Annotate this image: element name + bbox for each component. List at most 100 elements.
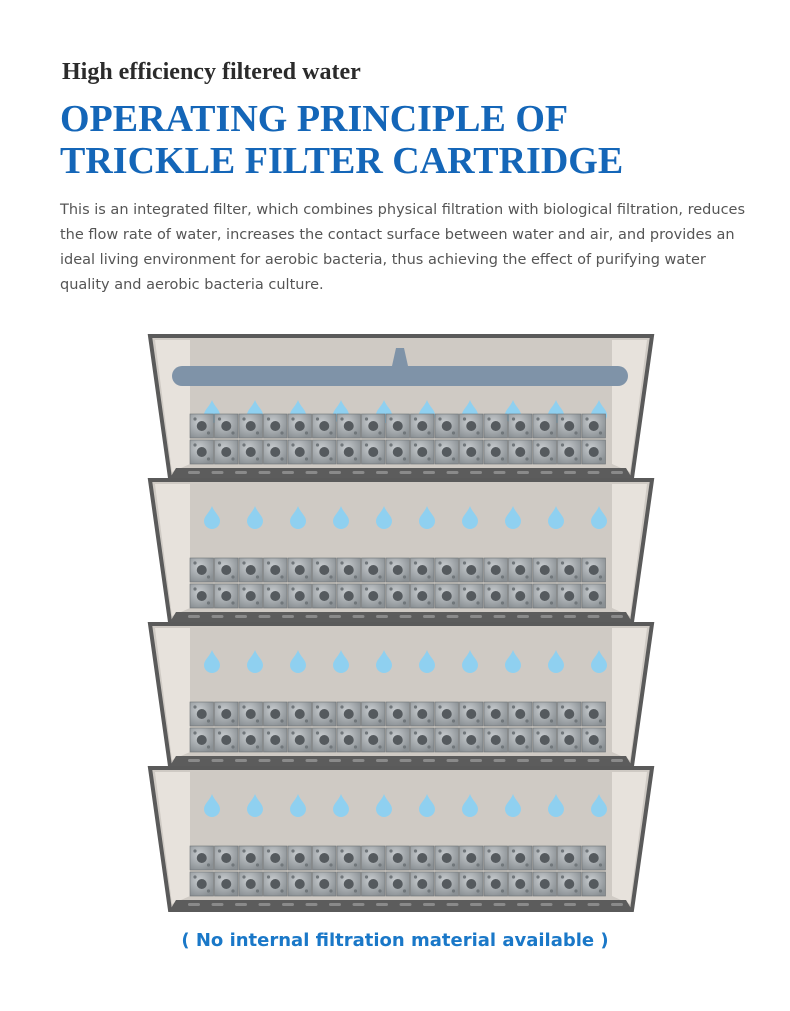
filter-media-block-icon xyxy=(483,845,508,871)
water-drop-icon xyxy=(548,506,564,529)
filter-media-block-icon xyxy=(361,701,386,727)
water-drop-icon xyxy=(290,794,306,817)
water-drop-icon xyxy=(591,794,607,817)
filter-media-block-icon xyxy=(508,439,533,465)
filter-media-block-icon xyxy=(459,871,484,897)
water-drop-icon xyxy=(333,650,349,673)
water-drop-icon xyxy=(462,794,478,817)
filter-media-block-icon xyxy=(410,413,435,439)
filter-media-block-icon xyxy=(483,701,508,727)
water-drop-icon xyxy=(290,506,306,529)
shelf-slot xyxy=(376,759,388,762)
page-title: OPERATING PRINCIPLE OF TRICKLE FILTER CA… xyxy=(60,98,623,182)
shelf-slot xyxy=(493,615,506,618)
water-drop-icon xyxy=(290,650,306,673)
shelf-slot xyxy=(564,615,576,618)
water-drop-icon xyxy=(505,506,521,529)
shelf-slot xyxy=(446,903,459,906)
filter-media-block-icon xyxy=(532,583,557,609)
filter-media-block-icon xyxy=(434,727,459,753)
shelf-slot xyxy=(493,759,506,762)
filter-media-block-icon xyxy=(581,439,606,465)
shelf-slot xyxy=(399,903,412,906)
spray-bar-inlet-icon xyxy=(392,348,408,366)
filter-media-block-icon xyxy=(361,845,386,871)
filter-tray xyxy=(147,766,655,912)
shelf-slot xyxy=(376,615,388,618)
filter-media-block-icon xyxy=(287,871,312,897)
filter-media-block-icon xyxy=(336,557,361,583)
filter-media-block-icon xyxy=(581,701,606,727)
shelf-slot xyxy=(470,471,482,474)
page-title-line-2: TRICKLE FILTER CARTRIDGE xyxy=(60,140,624,182)
filter-media-block-icon xyxy=(189,845,214,871)
filter-tray xyxy=(147,334,655,480)
filter-media-block-icon xyxy=(189,871,214,897)
filter-media-block-icon xyxy=(238,557,263,583)
filter-media-block-icon xyxy=(263,701,288,727)
filter-media-block-icon xyxy=(459,727,484,753)
filter-media-block-icon xyxy=(336,439,361,465)
water-drop-icon xyxy=(419,794,435,817)
filter-media-block-icon xyxy=(238,439,263,465)
filter-media-block-icon xyxy=(312,871,337,897)
shelf-slot xyxy=(446,615,459,618)
shelf-slot xyxy=(235,615,247,618)
shelf-slot xyxy=(211,471,224,474)
shelf-slot xyxy=(305,759,318,762)
filter-media-block-icon xyxy=(385,557,410,583)
filter-media-block-icon xyxy=(532,701,557,727)
shelf-slot xyxy=(258,759,271,762)
filter-media-block-icon xyxy=(336,845,361,871)
shelf-slot xyxy=(188,903,200,906)
filter-media-block-icon xyxy=(532,871,557,897)
shelf-slot xyxy=(329,903,341,906)
filter-media-block-icon xyxy=(336,583,361,609)
filter-media-block-icon xyxy=(410,845,435,871)
filter-media-block-icon xyxy=(483,557,508,583)
shelf-slot xyxy=(470,615,482,618)
shelf-slot xyxy=(564,471,576,474)
filter-media-block-icon xyxy=(532,413,557,439)
filter-media-block-icon xyxy=(214,845,239,871)
filter-media-block-icon xyxy=(312,413,337,439)
water-drop-icon xyxy=(247,506,263,529)
shelf-slot xyxy=(611,615,623,618)
shelf-slot xyxy=(211,903,224,906)
water-drop-icon xyxy=(204,794,220,817)
shelf-slot xyxy=(399,759,412,762)
filter-media-block-icon xyxy=(361,439,386,465)
shelf-slot xyxy=(282,471,294,474)
water-drop-icon xyxy=(333,506,349,529)
filter-media-block-icon xyxy=(312,583,337,609)
caption: ( No internal filtration material availa… xyxy=(181,930,609,951)
filter-media-block-icon xyxy=(214,557,239,583)
shelf-slot xyxy=(235,471,247,474)
shelf-slot xyxy=(329,471,341,474)
filter-media-block-icon xyxy=(263,727,288,753)
filter-media-block-icon xyxy=(361,583,386,609)
filter-tray xyxy=(147,478,655,624)
filter-media-block-icon xyxy=(459,845,484,871)
filter-media-block-icon xyxy=(214,871,239,897)
shelf-slot xyxy=(235,759,247,762)
filter-media-block-icon xyxy=(385,439,410,465)
filter-media-block-icon xyxy=(581,727,606,753)
shelf-slot xyxy=(329,615,341,618)
filter-media-block-icon xyxy=(361,557,386,583)
filter-media-block-icon xyxy=(336,413,361,439)
filter-media-block-icon xyxy=(385,727,410,753)
tray-right-wall xyxy=(612,628,647,760)
water-drop-icon xyxy=(376,506,392,529)
water-drop-icon xyxy=(505,794,521,817)
shelf-slot xyxy=(587,759,600,762)
filter-media-block-icon xyxy=(483,583,508,609)
filter-media-block-icon xyxy=(287,727,312,753)
water-drop-icon xyxy=(376,794,392,817)
shelf-slot xyxy=(517,471,529,474)
shelf-slot xyxy=(540,471,553,474)
filter-media-block-icon xyxy=(410,557,435,583)
tray-left-wall xyxy=(155,628,190,760)
shelf-slot xyxy=(611,759,623,762)
shelf-slot xyxy=(611,471,623,474)
